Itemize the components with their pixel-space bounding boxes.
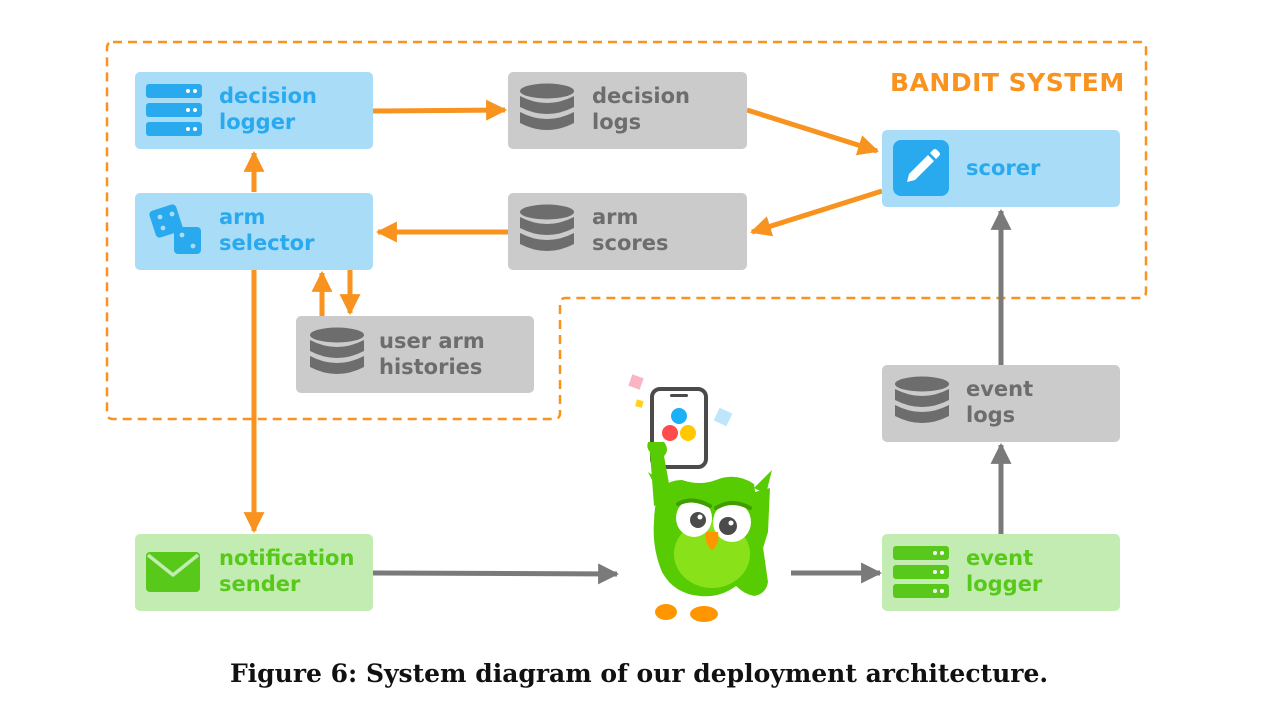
bandit-system-title: BANDIT SYSTEM (890, 68, 1125, 97)
envelope-icon (146, 552, 200, 592)
owl-mascot-icon (628, 374, 772, 622)
database-icon (520, 204, 574, 251)
arrow-decision-logger-to-decision-logs (372, 99, 508, 121)
pencil-icon (893, 140, 949, 196)
scorer-label: scorer (966, 156, 1041, 180)
figure-caption: Figure 6: System diagram of our deployme… (229, 659, 1049, 688)
bandit-system-boundary (105, 40, 1148, 421)
arrow-decision-logs-to-scorer (746, 107, 880, 156)
arrow-notification-sender-to-user (372, 563, 620, 585)
user-arm-histories-label: user arm histories (379, 329, 485, 379)
server-icon (146, 84, 202, 136)
dice-icon (149, 204, 201, 254)
notification-sender-label: notification sender (219, 546, 355, 596)
arm-selector-label: arm selector (219, 205, 315, 255)
arrow-scorer-to-arm-scores (749, 188, 883, 237)
arm-scores-label: arm scores (592, 205, 669, 255)
decision-logs-label: decision logs (592, 84, 690, 134)
database-icon (895, 376, 949, 423)
database-icon (310, 327, 364, 374)
decision-logger-label: decision logger (219, 84, 317, 134)
event-logs-label: event logs (966, 377, 1034, 427)
event-logger-label: event logger (966, 546, 1043, 596)
server-icon (893, 546, 949, 598)
database-icon (520, 83, 574, 130)
